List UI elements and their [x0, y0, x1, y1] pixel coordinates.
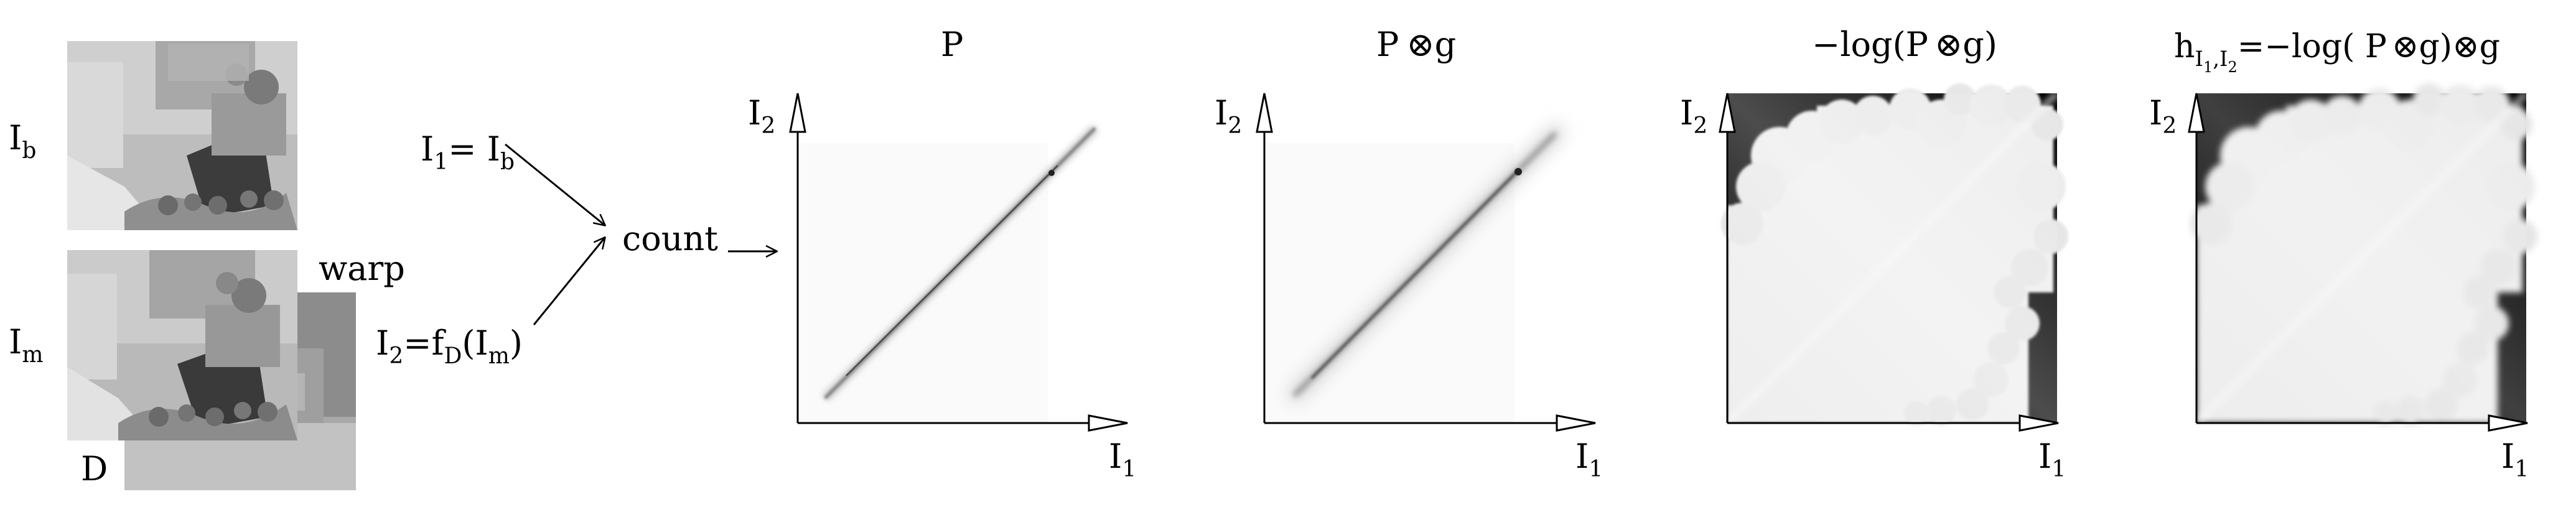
- panel-pg-x-arrowhead: [1556, 414, 1596, 432]
- count-label: count: [622, 219, 718, 258]
- panel-h-x-label: I1: [2501, 437, 2529, 482]
- panel-p-density: [822, 125, 1098, 401]
- input-images-group: Ib Im D warp: [9, 41, 405, 490]
- panel-p-y-label: I2: [748, 93, 775, 139]
- panel-p-x-label: I1: [1109, 437, 1136, 482]
- panel-pg-y-label: I2: [1215, 93, 1242, 139]
- panel-neglog-x-label: I1: [2038, 437, 2066, 482]
- panel-pg: P⊗g I2 I1: [1215, 25, 1603, 482]
- label-warp: warp: [319, 249, 405, 288]
- panel-h-y-arrowhead: [2188, 93, 2205, 133]
- panel-p-x-arrowhead: [1088, 414, 1128, 432]
- panel-h-title: hI1,I2=−log( P⊗g)⊗g: [2174, 28, 2500, 76]
- photo-im: [67, 250, 297, 440]
- panel-pg-density: [1287, 123, 1566, 403]
- panel-pg-y-arrowhead: [1256, 93, 1273, 133]
- panel-neglog-y-arrowhead: [1719, 93, 1736, 133]
- arrow-i2-to-count: [533, 238, 605, 325]
- panel-p-title: P: [941, 25, 963, 64]
- panel-p-y-arrowhead: [789, 93, 806, 133]
- panel-h: hI1,I2=−log( P⊗g)⊗g I2 I1: [2149, 28, 2537, 482]
- label-ib: Ib: [9, 118, 36, 164]
- panel-neglog-title: −log(P⊗g): [1812, 25, 1997, 64]
- label-d: D: [81, 449, 108, 488]
- equations-group: I1= Ib I2=fD(Im) count: [376, 129, 777, 369]
- label-im: Im: [9, 322, 43, 368]
- panel-p: P I2 I1: [748, 25, 1136, 482]
- photo-ib: [67, 41, 297, 230]
- panel-neglog: −log(P⊗g) I2 I1: [1680, 25, 2068, 482]
- equation-i1: I1= Ib: [421, 129, 515, 175]
- arrow-i1-to-count: [505, 143, 605, 225]
- panel-h-x-arrowhead: [2488, 414, 2528, 432]
- equation-i2: I2=fD(Im): [376, 323, 523, 369]
- panel-neglog-x-arrowhead: [2018, 414, 2059, 432]
- panel-neglog-y-label: I2: [1680, 93, 1707, 139]
- panel-h-y-label: I2: [2149, 93, 2177, 139]
- panel-pg-title: P⊗g: [1376, 25, 1456, 64]
- panel-pg-x-label: I1: [1575, 437, 1603, 482]
